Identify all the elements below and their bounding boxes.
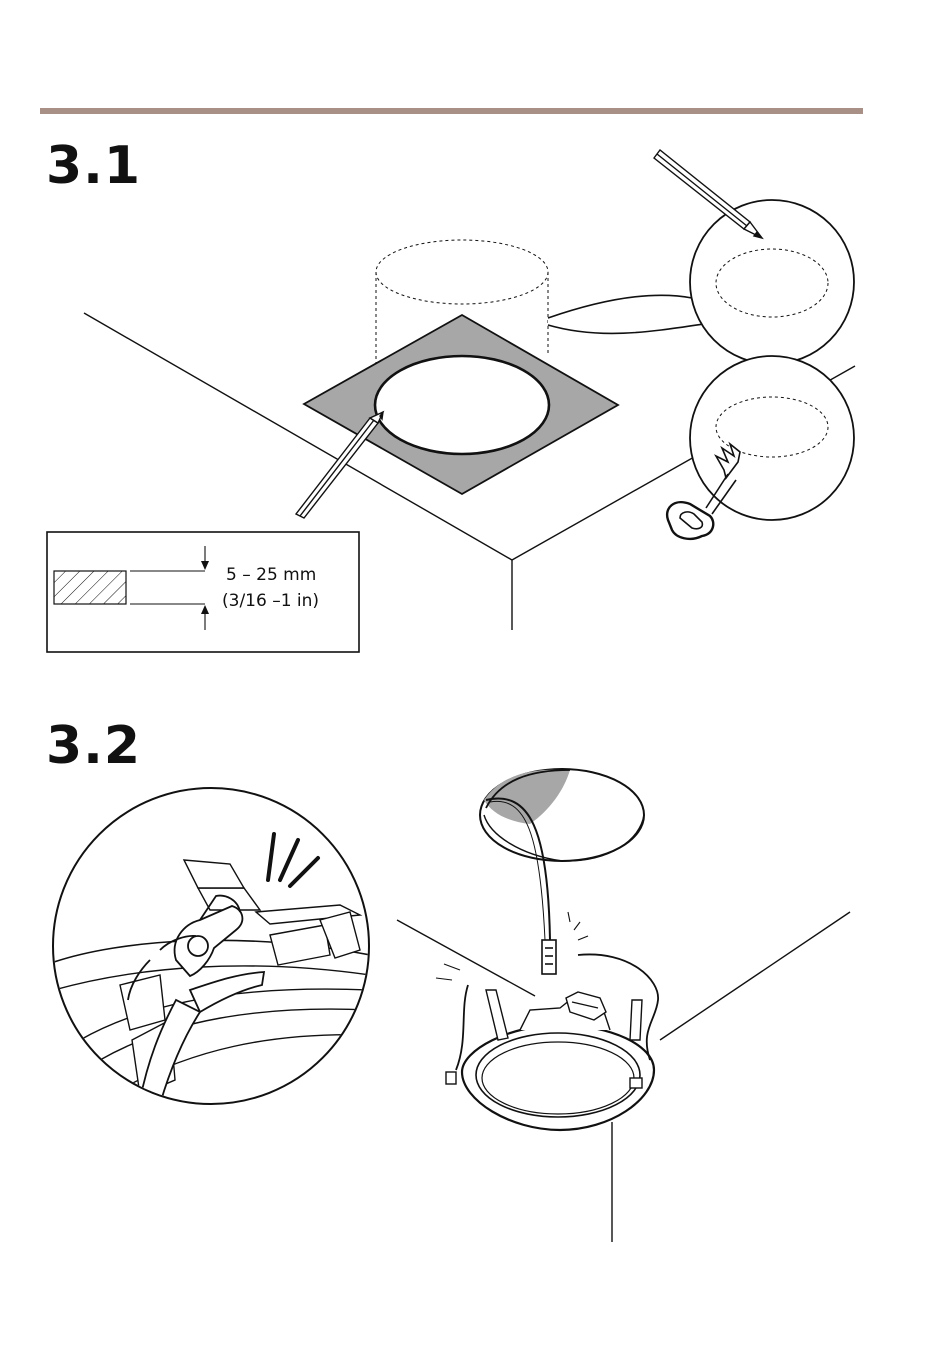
step-3-2-illustration bbox=[53, 769, 850, 1242]
pencil-icon bbox=[654, 150, 762, 238]
click-marks bbox=[436, 912, 588, 980]
ceiling-cross-section bbox=[54, 571, 126, 604]
thickness-metric: 5 – 25 mm bbox=[226, 565, 316, 585]
ceiling-hole bbox=[480, 769, 644, 861]
step-3-1-illustration: 5 – 25 mm (3/16 –1 in) bbox=[47, 150, 855, 652]
ceiling-thickness-box: 5 – 25 mm (3/16 –1 in) bbox=[47, 532, 359, 652]
cut-tab-detail-callout bbox=[53, 788, 370, 1104]
pencil-icon bbox=[296, 412, 383, 518]
thickness-imperial: (3/16 –1 in) bbox=[222, 591, 319, 611]
mark-outline-callout bbox=[654, 150, 854, 364]
callout-connector bbox=[548, 295, 704, 333]
cut-hole-callout bbox=[667, 356, 854, 539]
camera-housing bbox=[446, 954, 658, 1130]
